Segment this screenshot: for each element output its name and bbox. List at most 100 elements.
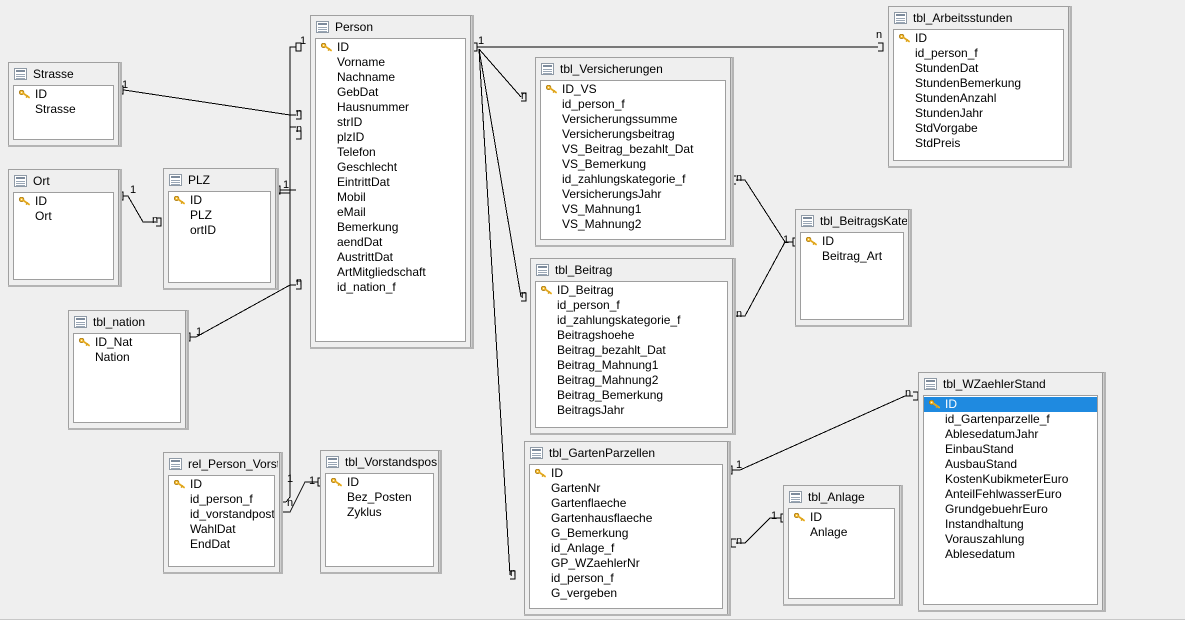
field-row[interactable]: Beitrag_Mahnung2 [536, 373, 727, 388]
field-row[interactable]: ID [169, 193, 270, 208]
table-header-tbl_anlage[interactable]: tbl_Anlage [784, 486, 901, 508]
field-row[interactable]: StundenAnzahl [894, 91, 1063, 106]
field-row[interactable]: VS_Bemerkung [541, 157, 725, 172]
field-row[interactable]: Geschlecht [316, 160, 465, 175]
field-row[interactable]: Vorauszahlung [924, 532, 1097, 547]
field-row[interactable]: id_person_f [536, 298, 727, 313]
table-header-tbl_beitrag[interactable]: tbl_Beitrag [531, 259, 734, 281]
field-row[interactable]: EinbauStand [924, 442, 1097, 457]
field-row[interactable]: StundenDat [894, 61, 1063, 76]
field-row[interactable]: EintrittDat [316, 175, 465, 190]
field-row[interactable]: ID [801, 234, 903, 249]
field-row[interactable]: aendDat [316, 235, 465, 250]
field-row[interactable]: id_person_f [894, 46, 1063, 61]
field-row[interactable]: G_Bemerkung [530, 526, 722, 541]
table-header-person[interactable]: Person [311, 16, 472, 38]
field-row[interactable]: id_person_f [169, 492, 274, 507]
field-row[interactable]: Mobil [316, 190, 465, 205]
field-row[interactable]: Beitrag_bezahlt_Dat [536, 343, 727, 358]
field-row[interactable]: id_person_f [541, 97, 725, 112]
field-row[interactable]: StundenBemerkung [894, 76, 1063, 91]
field-row[interactable]: Nation [74, 350, 180, 365]
table-header-plz[interactable]: PLZ [164, 169, 277, 191]
field-row[interactable]: strID [316, 115, 465, 130]
field-row[interactable]: VS_Mahnung2 [541, 217, 725, 232]
field-row[interactable]: Bemerkung [316, 220, 465, 235]
table-header-tbl_arbeitsstunden[interactable]: tbl_Arbeitsstunden [889, 7, 1070, 29]
field-row[interactable]: Gartenflaeche [530, 496, 722, 511]
field-row[interactable]: PLZ [169, 208, 270, 223]
table-header-strasse[interactable]: Strasse [9, 63, 120, 85]
field-row[interactable]: AustrittDat [316, 250, 465, 265]
field-row[interactable]: Zyklus [326, 505, 433, 520]
field-row[interactable]: ID [326, 475, 433, 490]
field-row[interactable]: AnteilFehlwasserEuro [924, 487, 1097, 502]
field-row[interactable]: Ablesedatum [924, 547, 1097, 562]
field-row[interactable]: Beitrag_Art [801, 249, 903, 264]
field-row[interactable]: Strasse [14, 102, 113, 117]
field-row[interactable]: id_Gartenparzelle_f [924, 412, 1097, 427]
field-row[interactable]: Hausnummer [316, 100, 465, 115]
field-row[interactable]: id_zahlungskategorie_f [541, 172, 725, 187]
field-row[interactable]: Versicherungssumme [541, 112, 725, 127]
field-row[interactable]: Beitragshoehe [536, 328, 727, 343]
field-row[interactable]: id_zahlungskategorie_f [536, 313, 727, 328]
field-row[interactable]: GartenNr [530, 481, 722, 496]
table-header-tbl_nation[interactable]: tbl_nation [69, 311, 187, 333]
field-row[interactable]: Anlage [789, 525, 894, 540]
field-row[interactable]: ID_VS [541, 82, 725, 97]
field-row[interactable]: StundenJahr [894, 106, 1063, 121]
table-header-tbl_beitrags_kateg[interactable]: tbl_BeitragsKateg [796, 210, 910, 232]
field-row[interactable]: BeitragsJahr [536, 403, 727, 418]
field-row[interactable]: ID [894, 31, 1063, 46]
field-row[interactable]: GebDat [316, 85, 465, 100]
table-header-tbl_wzaehler_stand[interactable]: tbl_WZaehlerStand [919, 373, 1104, 395]
field-row[interactable]: ID [924, 397, 1097, 412]
field-row[interactable]: plzID [316, 130, 465, 145]
field-row[interactable]: Ort [14, 209, 113, 224]
field-row[interactable]: id_vorstandposte [169, 507, 274, 522]
field-row[interactable]: Vorname [316, 55, 465, 70]
field-row[interactable]: ID [789, 510, 894, 525]
field-row[interactable]: Bez_Posten [326, 490, 433, 505]
field-row[interactable]: id_nation_f [316, 280, 465, 295]
field-row[interactable]: G_vergeben [530, 586, 722, 601]
table-header-tbl_vorstandspos[interactable]: tbl_Vorstandspos [321, 451, 440, 473]
field-row[interactable]: VS_Mahnung1 [541, 202, 725, 217]
field-row[interactable]: GP_WZaehlerNr [530, 556, 722, 571]
field-row[interactable]: ID_Nat [74, 335, 180, 350]
field-row[interactable]: Beitrag_Bemerkung [536, 388, 727, 403]
table-header-tbl_versicherungen[interactable]: tbl_Versicherungen [536, 58, 732, 80]
field-row[interactable]: id_person_f [530, 571, 722, 586]
field-row[interactable]: Beitrag_Mahnung1 [536, 358, 727, 373]
field-row[interactable]: StdPreis [894, 136, 1063, 151]
field-row[interactable]: GrundgebuehrEuro [924, 502, 1097, 517]
field-row[interactable]: ID [14, 194, 113, 209]
field-row[interactable]: VersicherungsJahr [541, 187, 725, 202]
field-row[interactable]: Versicherungsbeitrag [541, 127, 725, 142]
field-row[interactable]: ID [169, 477, 274, 492]
